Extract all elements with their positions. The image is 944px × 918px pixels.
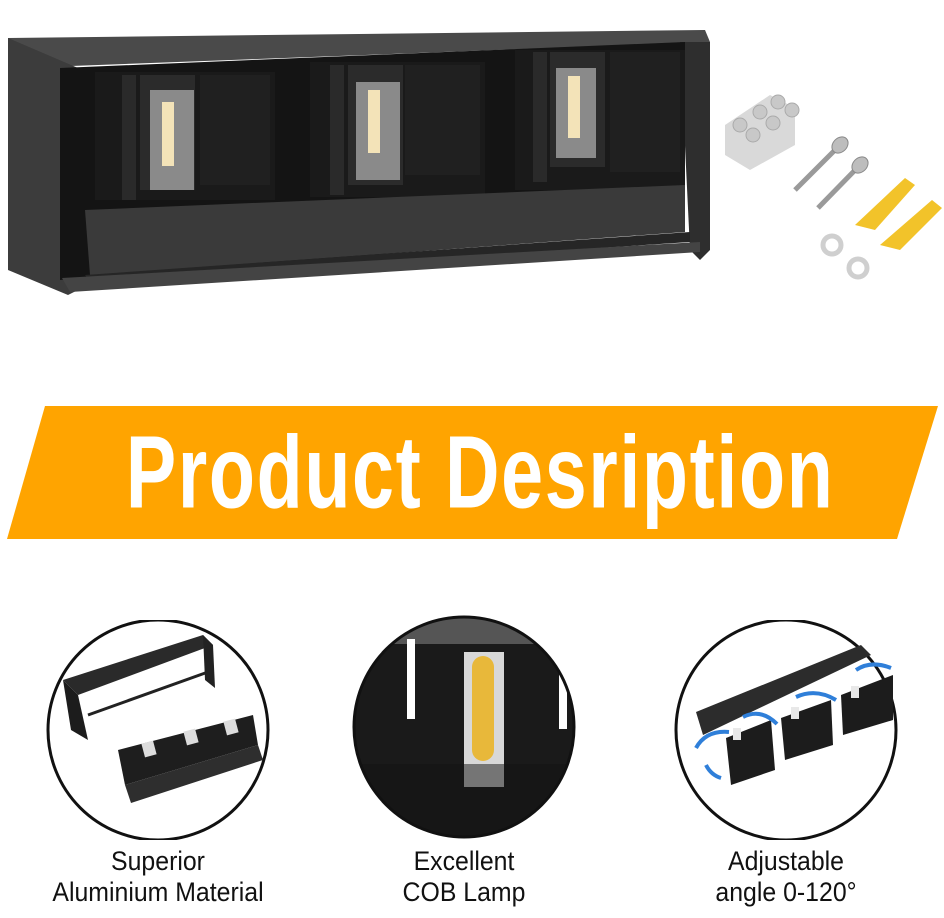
hero-product-image bbox=[8, 30, 710, 295]
feature-cob-lamp: Excellent COB Lamp bbox=[314, 614, 614, 908]
feature-label-line1: Superior bbox=[111, 846, 205, 876]
feature-adjustable-angle: Adjustable angle 0-120° bbox=[636, 620, 936, 908]
banner-title: Product Desription bbox=[125, 415, 835, 530]
adjustable-heads-image bbox=[674, 620, 898, 840]
terminal-block-icon bbox=[725, 94, 800, 170]
section-banner bbox=[7, 406, 938, 539]
screw-icon bbox=[793, 136, 869, 210]
feature-label-line2: COB Lamp bbox=[402, 877, 526, 907]
feature-label-line1: Excellent bbox=[413, 846, 515, 876]
feature-label-line1: Adjustable bbox=[727, 846, 845, 876]
rotate-arrow-icon bbox=[694, 729, 730, 750]
accessories-image bbox=[725, 94, 942, 280]
feature-label-line2: angle 0-120° bbox=[715, 877, 857, 907]
wall-anchor-icon bbox=[855, 178, 942, 250]
feature-aluminium: Superior Aluminium Material bbox=[8, 620, 308, 908]
aluminium-housing-image bbox=[46, 620, 270, 840]
feature-label-line2: Aluminium Material bbox=[52, 877, 264, 907]
cob-lamp-image bbox=[352, 615, 576, 839]
